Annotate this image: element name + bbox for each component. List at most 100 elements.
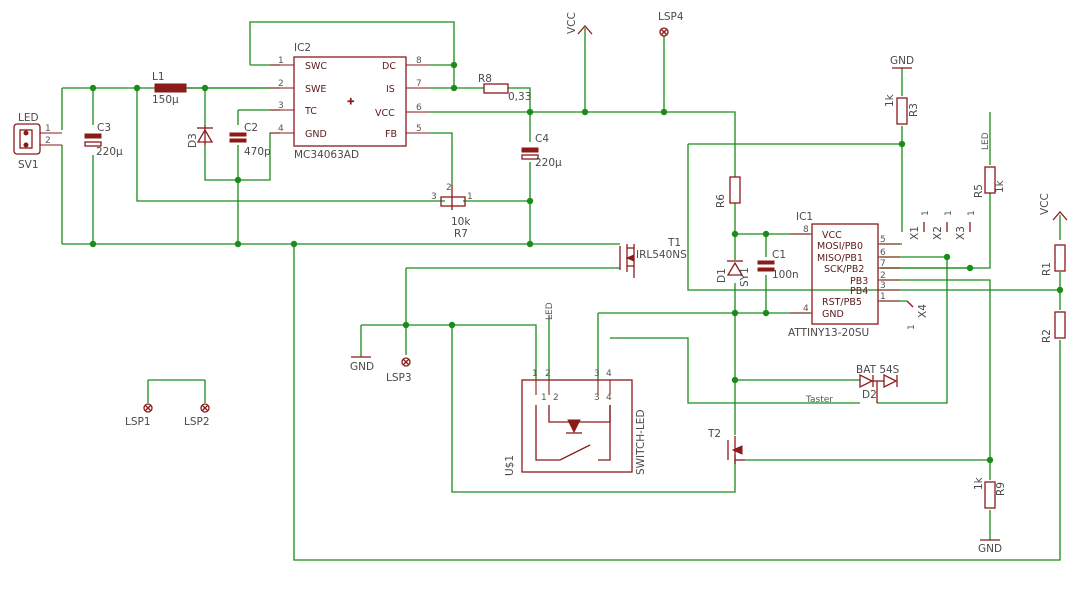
r3-label: R3 — [908, 103, 920, 117]
c4-value: 220µ — [535, 157, 562, 169]
ic2-pin-gnd: GND — [305, 129, 327, 140]
r8-value: 0,33 — [508, 91, 531, 103]
ic2-label: IC2 — [294, 42, 311, 54]
t1-label: T1 — [667, 237, 681, 249]
c4-label: C4 — [535, 133, 549, 145]
t2-label: T2 — [707, 428, 721, 440]
r7-num-1: 1 — [467, 192, 473, 202]
lsp2-label: LSP2 — [184, 416, 210, 428]
ic2-origin-mark: + — [347, 97, 355, 107]
sv1-header-label: LED — [18, 112, 39, 124]
ic1-pin-pb0: MOSI/PB0 — [817, 241, 863, 252]
resistor-r8: R8 0,33 — [478, 73, 531, 103]
gnd-supply-2: GND — [350, 356, 374, 373]
ic1-num-1: 1 — [880, 292, 886, 302]
ic2-num-6: 6 — [416, 103, 422, 113]
d2-value: BAT 54S — [856, 364, 900, 376]
resistor-r1: R1 — [1041, 244, 1066, 276]
u1-label: U$1 — [504, 455, 516, 476]
x4-label: X4 — [917, 304, 929, 318]
ic2-part: MC34063AD — [294, 149, 359, 161]
r5-label: R5 — [973, 184, 985, 198]
capacitor-c1: C1 100n — [757, 249, 799, 281]
solder-pad-lsp1: LSP1 — [125, 403, 153, 428]
ic2-num-8: 8 — [416, 56, 422, 66]
r5-value: 1k — [994, 179, 1006, 193]
ic1-attiny13: IC1 ATTINY13-20SU VCC MOSI/PB0 MISO/PB1 … — [788, 211, 900, 339]
x4-num: 1 — [907, 324, 917, 330]
r8-label: R8 — [478, 73, 492, 85]
ic1-num-6: 6 — [880, 248, 886, 258]
r7-num-2: 2 — [446, 183, 452, 193]
r2-label: R2 — [1041, 329, 1053, 343]
ic2-num-3: 3 — [278, 101, 284, 111]
lsp4-label: LSP4 — [658, 11, 684, 23]
ic1-num-2: 2 — [880, 271, 886, 281]
x3-num: 1 — [967, 210, 977, 216]
c3-label: C3 — [97, 122, 111, 134]
connector-sv1: LED SV1 1 2 — [13, 112, 62, 171]
ic1-pin-pb4: PB4 — [850, 286, 868, 297]
u1-in-3: 3 — [594, 393, 600, 403]
vcc2-label: VCC — [1039, 193, 1051, 215]
ic1-num-7: 7 — [880, 259, 886, 269]
resistor-r9: 1k R9 — [973, 476, 1007, 509]
r3-value: 1k — [884, 93, 896, 107]
solder-pad-lsp2: LSP2 — [184, 403, 210, 428]
sy1-label: SY1 — [739, 267, 751, 287]
ic2-pin-vcc: VCC — [375, 108, 395, 119]
r9-value: 1k — [973, 476, 985, 490]
u1-num-3: 3 — [594, 369, 600, 379]
t1-value: IRL540NS — [636, 249, 687, 261]
resistor-r3: 1k R3 — [884, 93, 920, 125]
resistor-r2: R2 — [1041, 311, 1066, 343]
ic1-pin-gnd: GND — [822, 309, 844, 320]
u1-in-4: 4 — [606, 393, 612, 403]
lsp1-label: LSP1 — [125, 416, 151, 428]
ic2-mc34063: IC2 MC34063AD SWC SWE TC GND DC IS VCC F… — [270, 42, 430, 161]
l1-value: 150µ — [152, 94, 179, 106]
r7-num-3: 3 — [431, 192, 437, 202]
u1-in-1: 1 — [541, 393, 547, 403]
ic1-num-5: 5 — [880, 235, 886, 245]
ic1-num-3: 3 — [880, 281, 886, 291]
x1-num: 1 — [921, 210, 931, 216]
u1-part: SWITCH-LED — [635, 409, 647, 475]
ic1-num-4: 4 — [803, 304, 809, 314]
ic2-num-5: 5 — [416, 124, 422, 134]
u1-in-2: 2 — [553, 393, 559, 403]
ic2-num-4: 4 — [278, 124, 284, 134]
r7-label: R7 — [454, 228, 468, 240]
u1-num-4: 4 — [606, 369, 612, 379]
gnd-supply-1: GND — [890, 55, 914, 69]
capacitor-c3: C3 220µ — [84, 122, 123, 158]
capacitor-c2: C2 470p — [229, 122, 271, 158]
d1-label: D1 — [716, 268, 728, 283]
r1-label: R1 — [1041, 262, 1053, 276]
ic1-part: ATTINY13-20SU — [788, 327, 869, 339]
x3-label: X3 — [955, 226, 967, 240]
ic2-pin-fb: FB — [385, 129, 397, 140]
ic1-pin-pb1: MISO/PB1 — [817, 253, 863, 264]
c1-label: C1 — [772, 249, 786, 261]
ic1-label: IC1 — [796, 211, 813, 223]
vcc-supply-2: VCC — [1039, 193, 1068, 221]
potentiometer-r7: 3 2 1 10k R7 — [431, 183, 473, 240]
gnd2-label: GND — [350, 361, 374, 373]
diode-d2: BAT 54S D2 Taster — [805, 364, 900, 405]
sv1-label: SV1 — [18, 159, 39, 171]
mosfet-t2: T2 — [707, 428, 745, 464]
r6-label: R6 — [715, 194, 727, 208]
ic2-pin-swe: SWE — [305, 84, 326, 95]
r7-value: 10k — [451, 216, 471, 228]
l1-label: L1 — [152, 71, 165, 83]
solder-pad-lsp4: LSP4 — [658, 11, 684, 37]
d2-label: D2 — [862, 389, 877, 401]
gnd-supply-3: GND — [978, 539, 1002, 555]
ic2-pin-is: IS — [386, 84, 395, 95]
c3-value: 220µ — [96, 146, 123, 158]
x2-label: X2 — [932, 226, 944, 240]
x2-num: 1 — [944, 210, 954, 216]
u1-num-1: 1 — [532, 369, 538, 379]
